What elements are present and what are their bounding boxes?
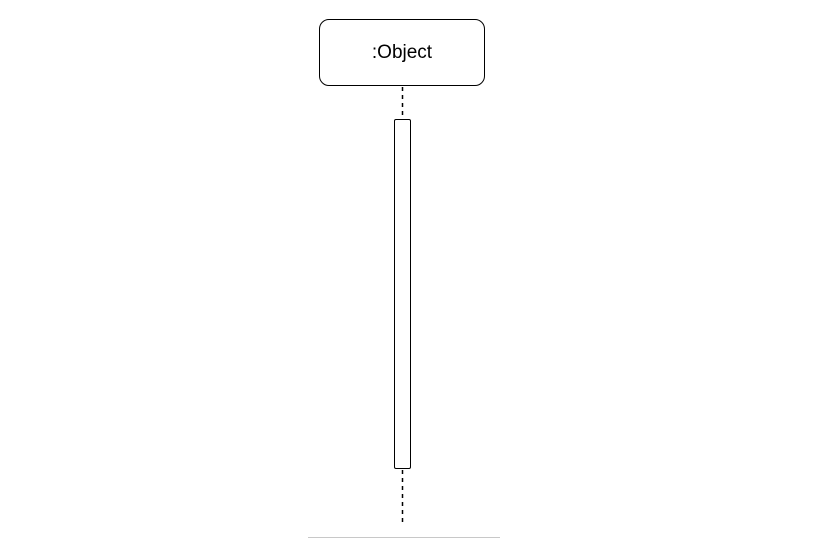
- activation-bar[interactable]: [394, 119, 411, 469]
- object-box[interactable]: :Object: [319, 19, 485, 86]
- object-label: :Object: [371, 41, 433, 63]
- divider: [308, 537, 500, 538]
